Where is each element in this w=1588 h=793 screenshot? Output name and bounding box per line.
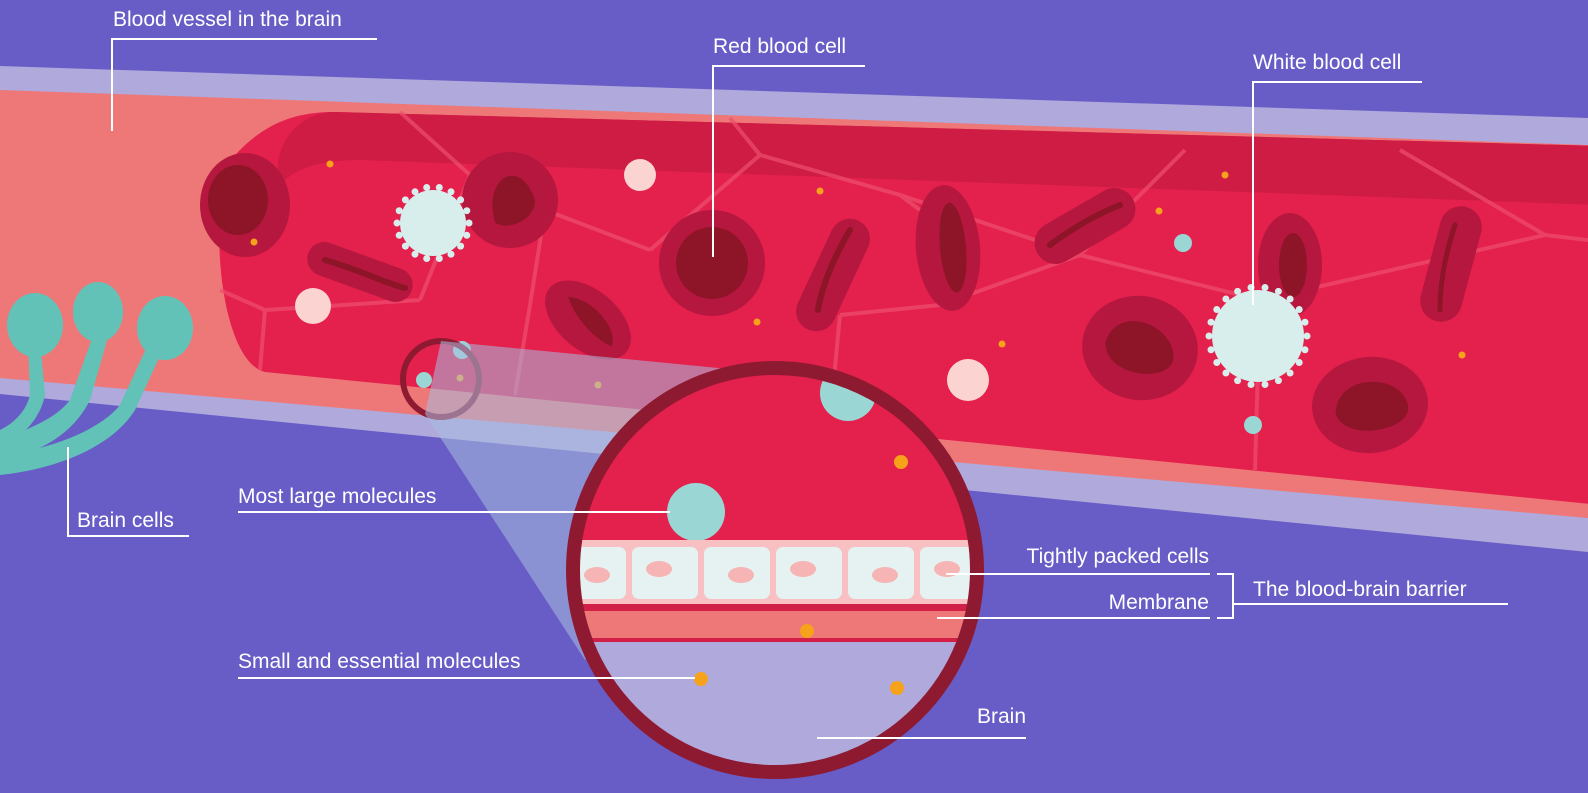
label-tightly-packed: Tightly packed cells [1027, 545, 1209, 569]
label-membrane: Membrane [1109, 591, 1209, 615]
cell-nucleus [790, 561, 816, 577]
label-small-molecules: Small and essential molecules [238, 650, 520, 674]
small-molecule [694, 672, 708, 686]
label-blood-brain-barrier: The blood-brain barrier [1253, 578, 1467, 602]
label-red-blood-cell: Red blood cell [713, 35, 846, 59]
membrane [570, 611, 990, 641]
label-brain-cells: Brain cells [77, 509, 174, 533]
cell-nucleus [872, 567, 898, 583]
label-brain: Brain [977, 705, 1026, 729]
cell-nucleus [728, 567, 754, 583]
vessel-opening-cell-inner [208, 165, 268, 235]
cell-nucleus [646, 561, 672, 577]
cell-nucleus [584, 567, 610, 583]
large-molecule [667, 483, 725, 541]
label-white-blood-cell: White blood cell [1253, 51, 1401, 75]
label-large-molecules: Most large molecules [238, 485, 436, 509]
label-blood-vessel: Blood vessel in the brain [113, 8, 342, 32]
